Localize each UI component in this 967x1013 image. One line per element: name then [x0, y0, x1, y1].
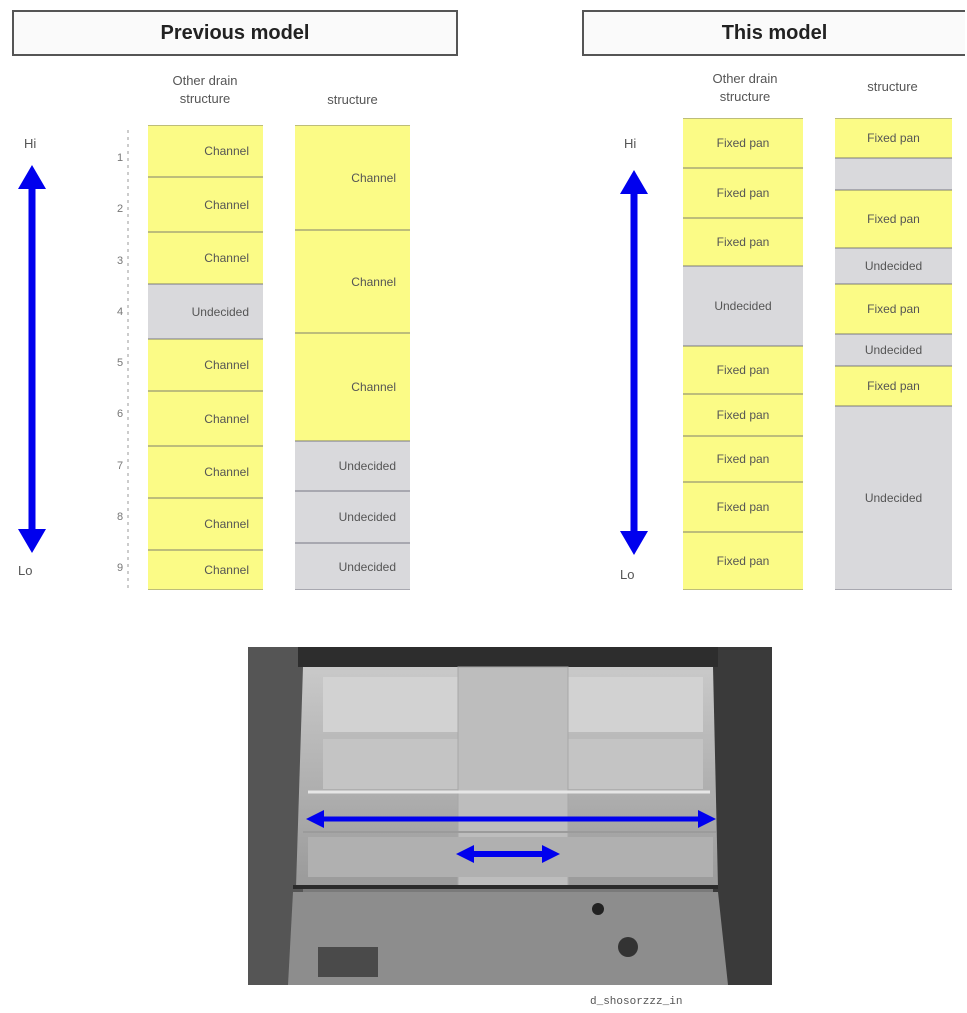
title-previous-model: Previous model [12, 10, 458, 56]
right-col2-header: structure [835, 78, 950, 96]
right-col1-cell: Fixed pan [683, 482, 803, 532]
right-col1-cell: Fixed pan [683, 118, 803, 168]
left-col1-cell: Channel [148, 498, 263, 550]
right-axis-bottom-label: Lo [620, 567, 634, 582]
right-col1-cell: Fixed pan [683, 218, 803, 266]
right-col1-cell: Fixed pan [683, 168, 803, 218]
left-col2-cell: Channel [295, 230, 410, 333]
right-col2-cell: Fixed pan [835, 284, 952, 334]
left-col1-cell: Channel [148, 339, 263, 391]
left-dashed-guide [125, 130, 131, 590]
left-col1-cell: Channel [148, 232, 263, 284]
right-col1-cell: Fixed pan [683, 346, 803, 394]
left-axis-arrow [14, 165, 50, 553]
left-col1-cell: Channel [148, 125, 263, 177]
tray-photo [248, 647, 772, 985]
photo-caption: d_shosorzzz_in [590, 996, 682, 1008]
right-col2-cell: Fixed pan [835, 118, 952, 158]
left-col1-cell: Channel [148, 550, 263, 590]
left-col2-cell: Channel [295, 125, 410, 230]
left-col1-cell: Undecided [148, 284, 263, 339]
left-col2-cell: Undecided [295, 543, 410, 590]
left-axis-top-label: Hi [24, 136, 36, 151]
right-axis-top-label: Hi [624, 136, 636, 151]
right-col1-cell: Undecided [683, 266, 803, 346]
tray-photo-illustration [248, 647, 772, 985]
right-col1-cell: Fixed pan [683, 394, 803, 436]
right-col2-cell: Fixed pan [835, 366, 952, 406]
left-col1-cell: Channel [148, 446, 263, 498]
left-col1-header-line1: Other drain [140, 72, 270, 90]
left-col2-cell: Undecided [295, 441, 410, 491]
left-col1-cell: Channel [148, 177, 263, 232]
right-col1-cell: Fixed pan [683, 532, 803, 590]
right-col2-cell: Undecided [835, 334, 952, 366]
right-col1-cell: Fixed pan [683, 436, 803, 482]
right-col1-header-line1: Other drain [680, 70, 810, 88]
right-axis-arrow [616, 170, 652, 555]
left-col1-cell: Channel [148, 391, 263, 446]
left-col1-header: Other drain structure [140, 72, 270, 108]
left-col2-header: structure [290, 91, 415, 109]
title-this-model: This model [582, 10, 965, 56]
right-col1-header: Other drain structure [680, 70, 810, 106]
right-col2-cell: Undecided [835, 406, 952, 590]
right-col1-header-line2: structure [680, 88, 810, 106]
left-axis-bottom-label: Lo [18, 563, 32, 578]
right-col2-cell: Fixed pan [835, 190, 952, 248]
right-col2-cell [835, 158, 952, 190]
right-col2-cell: Undecided [835, 248, 952, 284]
left-col2-cell: Undecided [295, 491, 410, 543]
left-col1-header-line2: structure [140, 90, 270, 108]
left-col2-cell: Channel [295, 333, 410, 441]
